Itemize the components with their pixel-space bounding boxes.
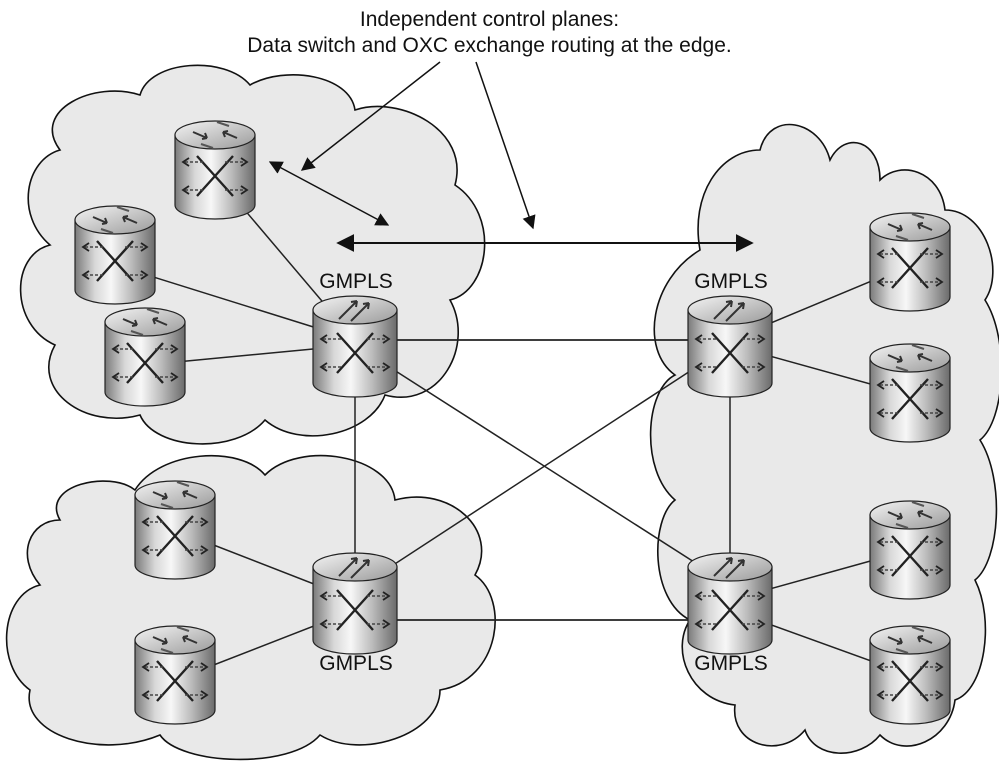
gmpls-router-icon [311,551,399,656]
router-icon [133,624,217,726]
gmpls-router-icon [686,294,774,399]
router-icon [133,479,217,581]
router-icon [868,342,952,444]
router-icon [868,624,952,726]
control-plane-arrows [268,61,754,252]
router-icon [103,306,187,408]
cloud-bottom-left [5,454,496,761]
caption-line-1: Independent control planes: [359,8,620,31]
gmpls-router-icon [311,294,399,399]
router-icon [868,211,952,313]
gmpls-label-top-right: GMPLS [694,270,768,293]
gmpls-router-icon [686,551,774,656]
router-icon [868,499,952,601]
gmpls-label-top-left: GMPLS [319,270,393,293]
gmpls-label-bottom-left: GMPLS [319,652,393,675]
router-icon [73,204,157,306]
caption-line-2: Data switch and OXC exchange routing at … [247,34,732,57]
router-icon [173,119,257,221]
gmpls-label-bottom-right: GMPLS [694,652,768,675]
